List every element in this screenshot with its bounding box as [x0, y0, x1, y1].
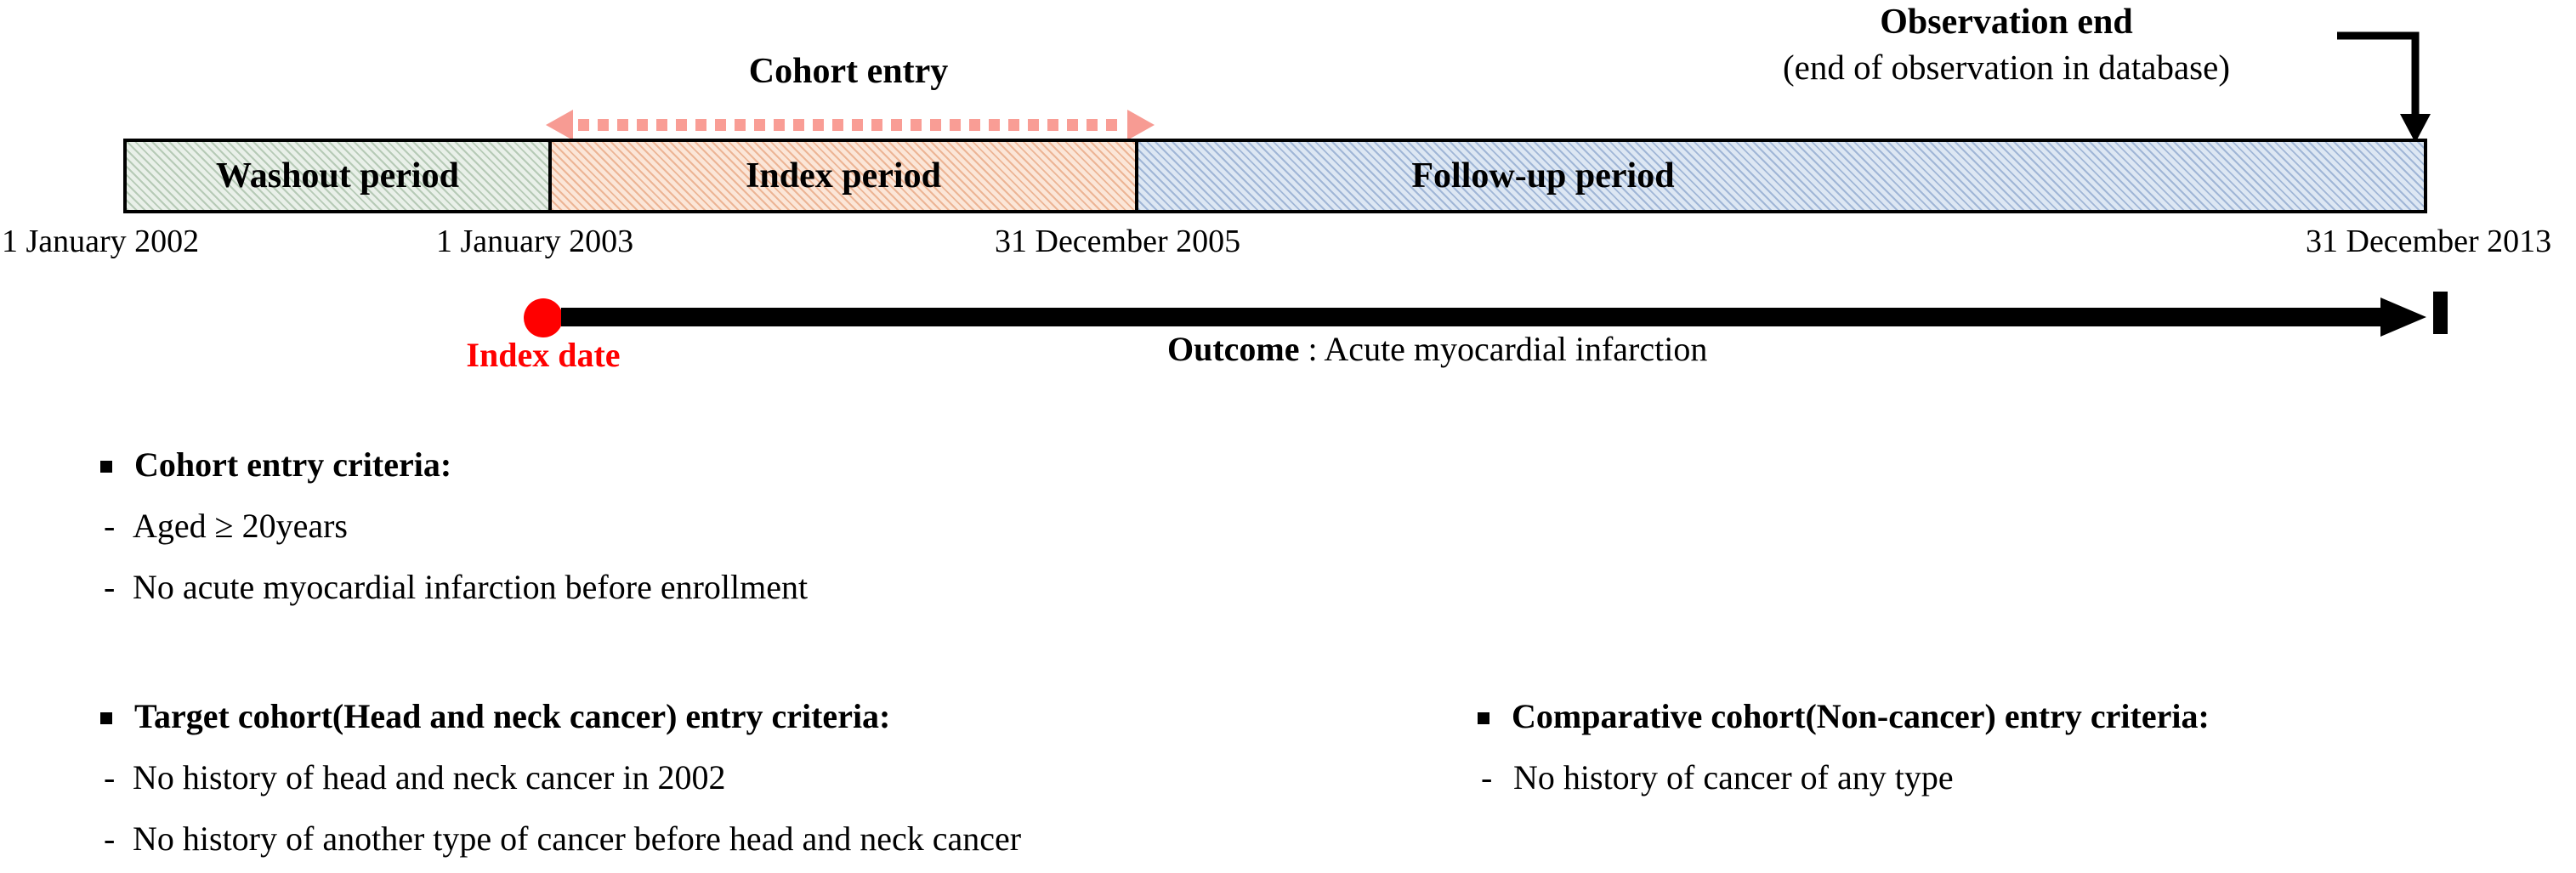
date-label-index-start: 1 January 2003: [436, 224, 634, 259]
outcome-timeline-line: [561, 308, 2389, 326]
index-date-marker-dot: [524, 298, 563, 337]
timeline-segment-washout: Washout period: [127, 142, 552, 210]
list-item: - No acute myocardial infarction before …: [100, 566, 808, 609]
date-label-washout-start: 1 January 2002: [2, 224, 200, 259]
outcome-label: Outcome : Acute myocardial infarction: [1167, 330, 1707, 369]
observation-end-title: Observation end: [1880, 3, 2133, 42]
cohort-entry-criteria-block: Cohort entry criteria: - Aged ≥ 20years …: [100, 444, 808, 609]
cohort-entry-double-arrow-icon: [546, 110, 1155, 140]
dash-bullet-icon: -: [104, 568, 116, 606]
outcome-timeline-end-tick: [2433, 292, 2448, 334]
square-bullet-icon: [1478, 712, 1489, 724]
list-item: - No history of head and neck cancer in …: [100, 757, 1021, 799]
date-label-followup-end: 31 December 2013: [2306, 224, 2552, 259]
index-date-label: Index date: [466, 336, 621, 374]
timeline-segment-index-label: Index period: [746, 156, 941, 196]
dash-bullet-icon: -: [104, 819, 116, 858]
cohort-entry-criteria-heading-text: Cohort entry criteria:: [134, 445, 452, 484]
comparative-cohort-criteria-heading: Comparative cohort(Non-cancer) entry cri…: [1478, 695, 2210, 738]
list-item: - No history of cancer of any type: [1478, 757, 2210, 799]
target-cohort-criteria-heading-text: Target cohort(Head and neck cancer) entr…: [134, 697, 891, 735]
timeline-segment-followup: Follow-up period: [1138, 142, 2424, 210]
date-label-index-end: 31 December 2005: [995, 224, 1241, 259]
cohort-entry-criteria-heading: Cohort entry criteria:: [100, 444, 808, 486]
list-item: - No history of another type of cancer b…: [100, 818, 1021, 860]
observation-end-annotation: Observation end (end of observation in d…: [1641, 2, 2372, 88]
target-cohort-criteria-block: Target cohort(Head and neck cancer) entr…: [100, 695, 1021, 860]
target-cohort-criteria-heading: Target cohort(Head and neck cancer) entr…: [100, 695, 1021, 738]
outcome-label-prefix: Outcome: [1167, 330, 1300, 368]
observation-end-elbow-arrow-icon: [2337, 31, 2431, 143]
study-timeline-bar: Washout period Index period Follow-up pe…: [123, 139, 2427, 213]
list-item-label: No history of head and neck cancer in 20…: [133, 758, 726, 796]
square-bullet-icon: [100, 461, 112, 473]
outcome-label-value: Acute myocardial infarction: [1324, 330, 1708, 368]
comparative-cohort-criteria-block: Comparative cohort(Non-cancer) entry cri…: [1478, 695, 2210, 799]
comparative-cohort-criteria-heading-text: Comparative cohort(Non-cancer) entry cri…: [1512, 697, 2210, 735]
list-item-label: No acute myocardial infarction before en…: [133, 568, 809, 606]
list-item-label: Aged ≥ 20years: [133, 507, 348, 545]
list-item-label: No history of cancer of any type: [1513, 758, 1954, 796]
outcome-timeline-arrowhead-icon: [2380, 298, 2426, 337]
square-bullet-icon: [100, 712, 112, 724]
timeline-segment-washout-label: Washout period: [216, 156, 459, 196]
timeline-segment-index: Index period: [552, 142, 1138, 210]
observation-end-subtitle: (end of observation in database): [1783, 48, 2230, 87]
timeline-segment-followup-label: Follow-up period: [1411, 156, 1675, 196]
list-item-label: No history of another type of cancer bef…: [133, 819, 1022, 858]
list-item: - Aged ≥ 20years: [100, 505, 808, 547]
cohort-entry-label: Cohort entry: [748, 52, 949, 91]
dash-bullet-icon: -: [1481, 758, 1493, 796]
dash-bullet-icon: -: [104, 758, 116, 796]
outcome-label-separator: :: [1299, 330, 1325, 368]
dash-bullet-icon: -: [104, 507, 116, 545]
